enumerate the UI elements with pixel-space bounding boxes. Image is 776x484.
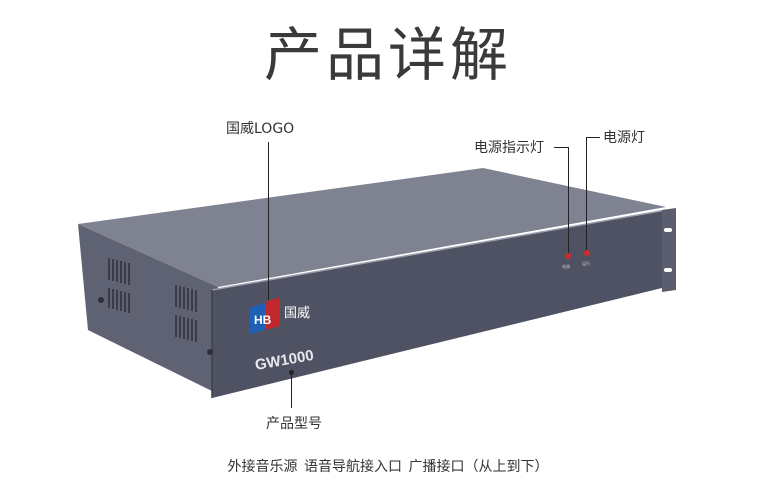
power-light <box>584 250 590 256</box>
callout-logo: 国威LOGO <box>226 121 295 137</box>
brand-name: 国威 <box>284 306 310 321</box>
brand-logo: HB <box>250 297 280 334</box>
indicator-label: 运行 <box>582 260 590 266</box>
caption: 外接音乐源 语音导航接入口 广播接口（从上到下） <box>227 459 549 475</box>
callout-power-light: 电源灯 <box>603 130 645 146</box>
side-vents <box>108 258 197 342</box>
brand-badge-text: HB <box>254 313 272 327</box>
callout-power-indicator-line <box>568 147 569 253</box>
screw <box>98 297 104 303</box>
rack-slot <box>664 268 672 272</box>
callout-power-light-hline <box>586 137 600 138</box>
callout-power-indicator: 电源指示灯 <box>474 140 544 156</box>
callout-power-light-line <box>586 137 587 250</box>
indicator-label: 电源 <box>562 263 570 269</box>
device-front-panel <box>212 210 666 398</box>
power-indicator-light <box>565 253 571 259</box>
page-title: 产品详解 <box>263 21 512 89</box>
callout-power-indicator-hline <box>554 147 568 148</box>
callout-model-line <box>291 372 292 408</box>
callout-logo-line <box>268 142 269 300</box>
rack-ear-right <box>662 208 676 292</box>
callout-model: 产品型号 <box>266 416 322 432</box>
rack-slot <box>664 228 672 232</box>
device-top <box>78 168 666 287</box>
screw <box>207 349 213 355</box>
